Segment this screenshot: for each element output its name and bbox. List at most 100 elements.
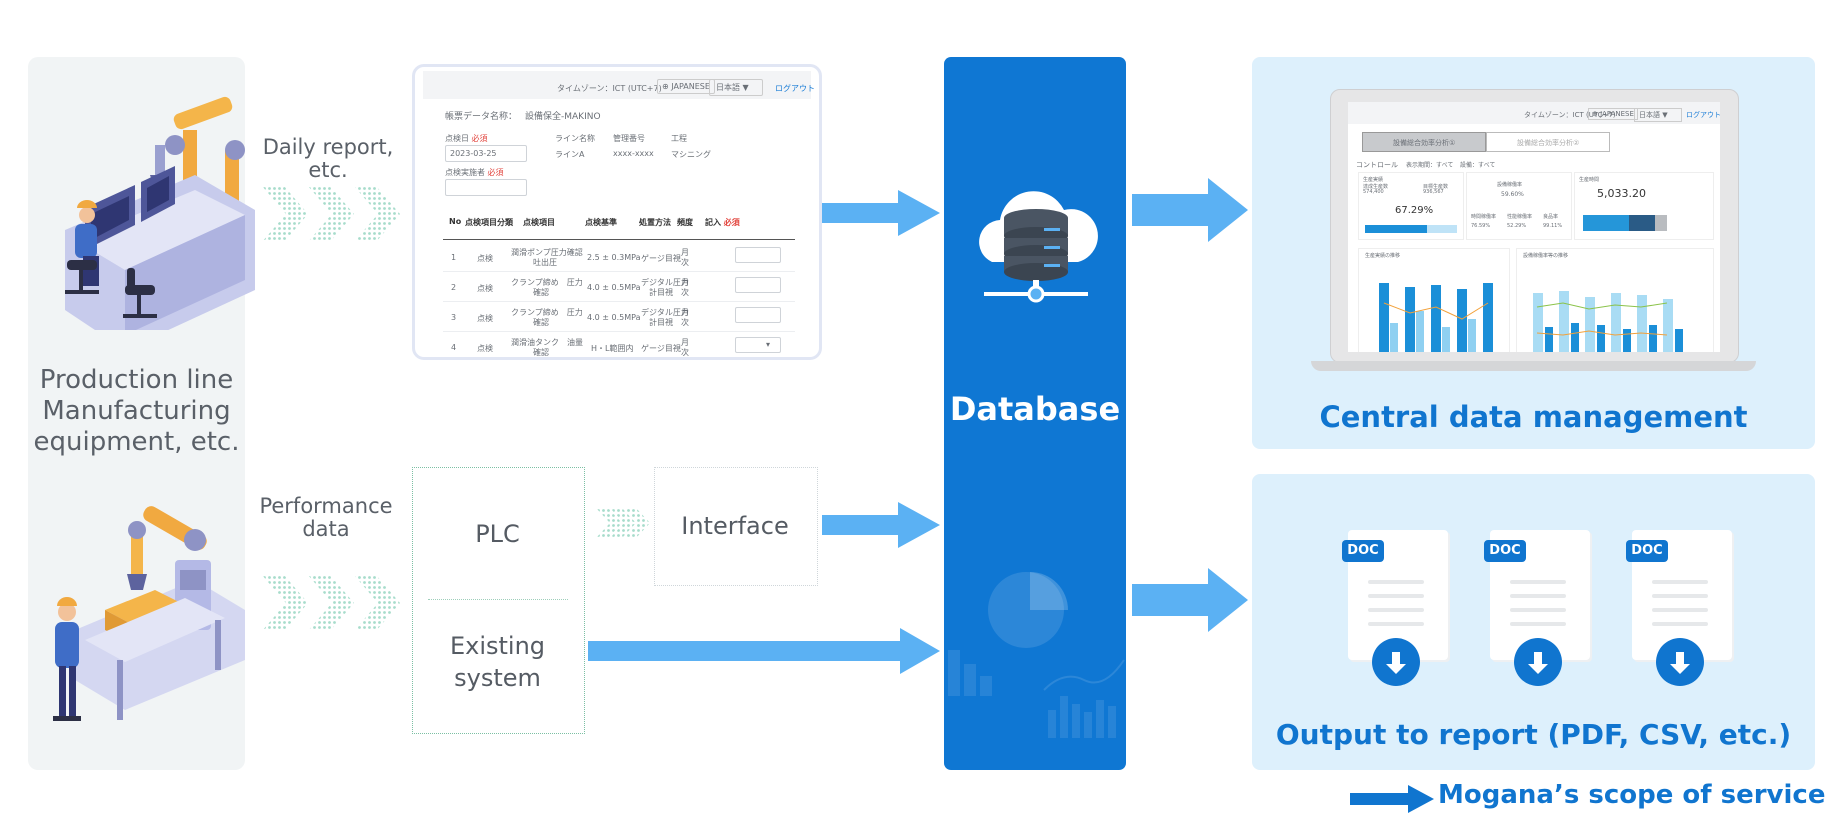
dash-filter-period[interactable]: 表示期間：すべて [1406, 162, 1454, 169]
plc-existing-box [412, 467, 585, 734]
production-line-label: Production line Manufacturing equipment,… [28, 365, 245, 458]
cloud-database-icon [979, 191, 1098, 303]
doc-badge: DOC [1342, 540, 1384, 562]
daily-report-chevrons-icon [262, 186, 400, 242]
entry-select[interactable]: ▾ [735, 337, 781, 353]
existing-line2: system [454, 664, 541, 692]
scope-legend-label: Mogana’s scope of service [1438, 780, 1826, 810]
plc-label: PLC [475, 520, 520, 548]
col-method: 処置方法 [639, 218, 671, 227]
operation-trend-chart: 設備稼働率等の推移 [1516, 248, 1714, 352]
dash-lang-button[interactable]: ⊕ JAPANESE [1588, 108, 1638, 120]
col-frequency: 頻度 [677, 218, 693, 227]
download-icon[interactable] [1372, 638, 1420, 686]
doc-file-icon: DOC [1626, 530, 1732, 686]
daily-report-label: Daily report, etc. [258, 136, 398, 182]
control-room-illustration [65, 96, 255, 330]
process-label: 工程 [671, 134, 687, 143]
performance-data-label: Performance data [256, 495, 396, 541]
dash-logout-link[interactable]: ログアウト [1686, 111, 1720, 119]
required-mark: 必須 [471, 134, 488, 143]
db-to-central-arrow-icon [1132, 178, 1248, 242]
mgmt-no-label: 管理番号 [613, 134, 645, 143]
left-label-line1: Production line [39, 365, 234, 395]
laptop-base [1311, 361, 1756, 371]
existing-line1: Existing [449, 632, 546, 660]
form-name-value: 設備保全-MAKINO [525, 112, 601, 122]
plc-divider [428, 599, 568, 600]
dash-filter-equipment[interactable]: 設備：すべて [1460, 162, 1496, 169]
performance-data-chevrons-icon [262, 575, 400, 631]
production-trend-bars [1379, 283, 1493, 352]
col-item: 点検項目 [523, 218, 555, 227]
robot-station-illustration [53, 506, 245, 721]
interface-box [654, 467, 818, 586]
dash-tab-1[interactable]: 設備総合効率分析① [1362, 132, 1486, 152]
form-lang: JAPANESE [671, 82, 710, 91]
col-entry: 記入 必須 [705, 218, 740, 227]
daily-report-line1: Daily report, [262, 135, 394, 159]
process-value: マシニング [671, 150, 711, 159]
inspector-input[interactable] [445, 179, 527, 196]
database-decorative-charts-icon [948, 572, 1125, 738]
date-input[interactable]: 2023-03-25 [445, 145, 527, 162]
form-lang-button[interactable]: ⊕ JAPANESE [657, 79, 715, 94]
operation-trend-bars [1533, 291, 1683, 352]
dropdown-icon: ▾ [766, 340, 771, 349]
globe-icon: ⊕ [662, 82, 672, 91]
col-category: 点検項目分類 [465, 218, 513, 227]
line-name-label: ライン名称 [555, 134, 595, 143]
table-row: 4 点検 潤滑油タンク 油量 確認 H・L範囲内 ゲージ目視 月 次 ▾ [415, 333, 815, 357]
dash-timezone: タイムゾーン：ICT (UTC+7) [1524, 111, 1616, 119]
table-row: 3 点検 クランプ締め 圧力 確認 4.0 ± 0.5MPa デジタル圧力 計目… [415, 303, 815, 331]
table-row: 2 点検 クランプ締め 圧力 確認 4.0 ± 0.5MPa デジタル圧力 計目… [415, 273, 815, 301]
date-value: 2023-03-25 [450, 149, 497, 158]
daily-report-line2: etc. [308, 158, 348, 182]
form-name-label: 帳票データ名称： [445, 112, 518, 122]
dropdown-icon: ▼ [1662, 111, 1668, 119]
col-standard: 点検基準 [585, 218, 617, 227]
download-icon[interactable] [1514, 638, 1562, 686]
kpi-operation-card: 設備稼働率 59.60% 時間稼働率 性能稼働率 良品率 76.59% 52.2… [1466, 172, 1572, 240]
form-lang-select-value: 日本語 [716, 83, 740, 92]
kpi-progress-fill [1365, 225, 1427, 233]
scope-legend-arrow-icon [1350, 785, 1434, 813]
daily-report-form-screenshot: タイムゾーン：ICT (UTC+7) ⊕ JAPANESE 日本語 ▼ ログアウ… [412, 64, 822, 360]
doc-file-icon: DOC [1342, 530, 1448, 686]
dashboard-screenshot: タイムゾーン：ICT (UTC+7) ⊕ JAPANESE 日本語 ▼ ログアウ… [1348, 102, 1720, 352]
entry-input[interactable] [735, 307, 781, 323]
plc-to-interface-chevrons-icon [596, 508, 650, 538]
database-label: Database [949, 390, 1121, 428]
col-no: No [449, 217, 462, 226]
line-name-value: ラインA [555, 150, 585, 159]
table-row: 1 点検 潤滑ポンプ圧力確認 吐出圧 2.5 ± 0.3MPa ゲージ目視 月 … [415, 243, 815, 271]
dash-control-label: コントロール [1356, 161, 1398, 169]
performance-data-line2: data [302, 517, 350, 541]
form-logout-link[interactable]: ログアウト [775, 84, 815, 93]
table-header-divider [443, 239, 795, 240]
dash-lang-select[interactable]: 日本語 ▼ [1634, 108, 1682, 122]
form-to-db-arrow-icon [822, 190, 940, 236]
existing-to-db-arrow-icon [588, 628, 940, 674]
download-icon[interactable] [1656, 638, 1704, 686]
entry-input[interactable] [735, 277, 781, 293]
db-to-output-arrow-icon [1132, 568, 1248, 632]
existing-system-label: Existing system [412, 630, 583, 694]
chair-icon [65, 260, 157, 318]
date-label: 点検日 必須 [445, 134, 488, 143]
database-column [944, 57, 1126, 770]
dropdown-icon: ▼ [742, 83, 749, 92]
globe-icon: ⊕ [1592, 110, 1601, 118]
form-top-bar [423, 71, 811, 99]
production-trend-chart: 生産実績の推移 [1358, 248, 1510, 352]
form-lang-select[interactable]: 日本語 ▼ [709, 79, 763, 96]
mgmt-no-value: xxxx-xxxx [613, 149, 654, 158]
dash-tab-2[interactable]: 設備総合効率分析② [1486, 132, 1610, 152]
interface-to-db-arrow-icon [822, 502, 940, 548]
doc-badge: DOC [1484, 540, 1526, 562]
central-data-management-title: Central data management [1319, 400, 1748, 434]
doc-file-icon: DOC [1484, 530, 1590, 686]
entry-input[interactable] [735, 247, 781, 263]
kpi-production-card: 生産実績 達成生産数 目標生産数 574,400 936,567 67.29% [1358, 172, 1464, 240]
interface-label: Interface [681, 512, 789, 540]
